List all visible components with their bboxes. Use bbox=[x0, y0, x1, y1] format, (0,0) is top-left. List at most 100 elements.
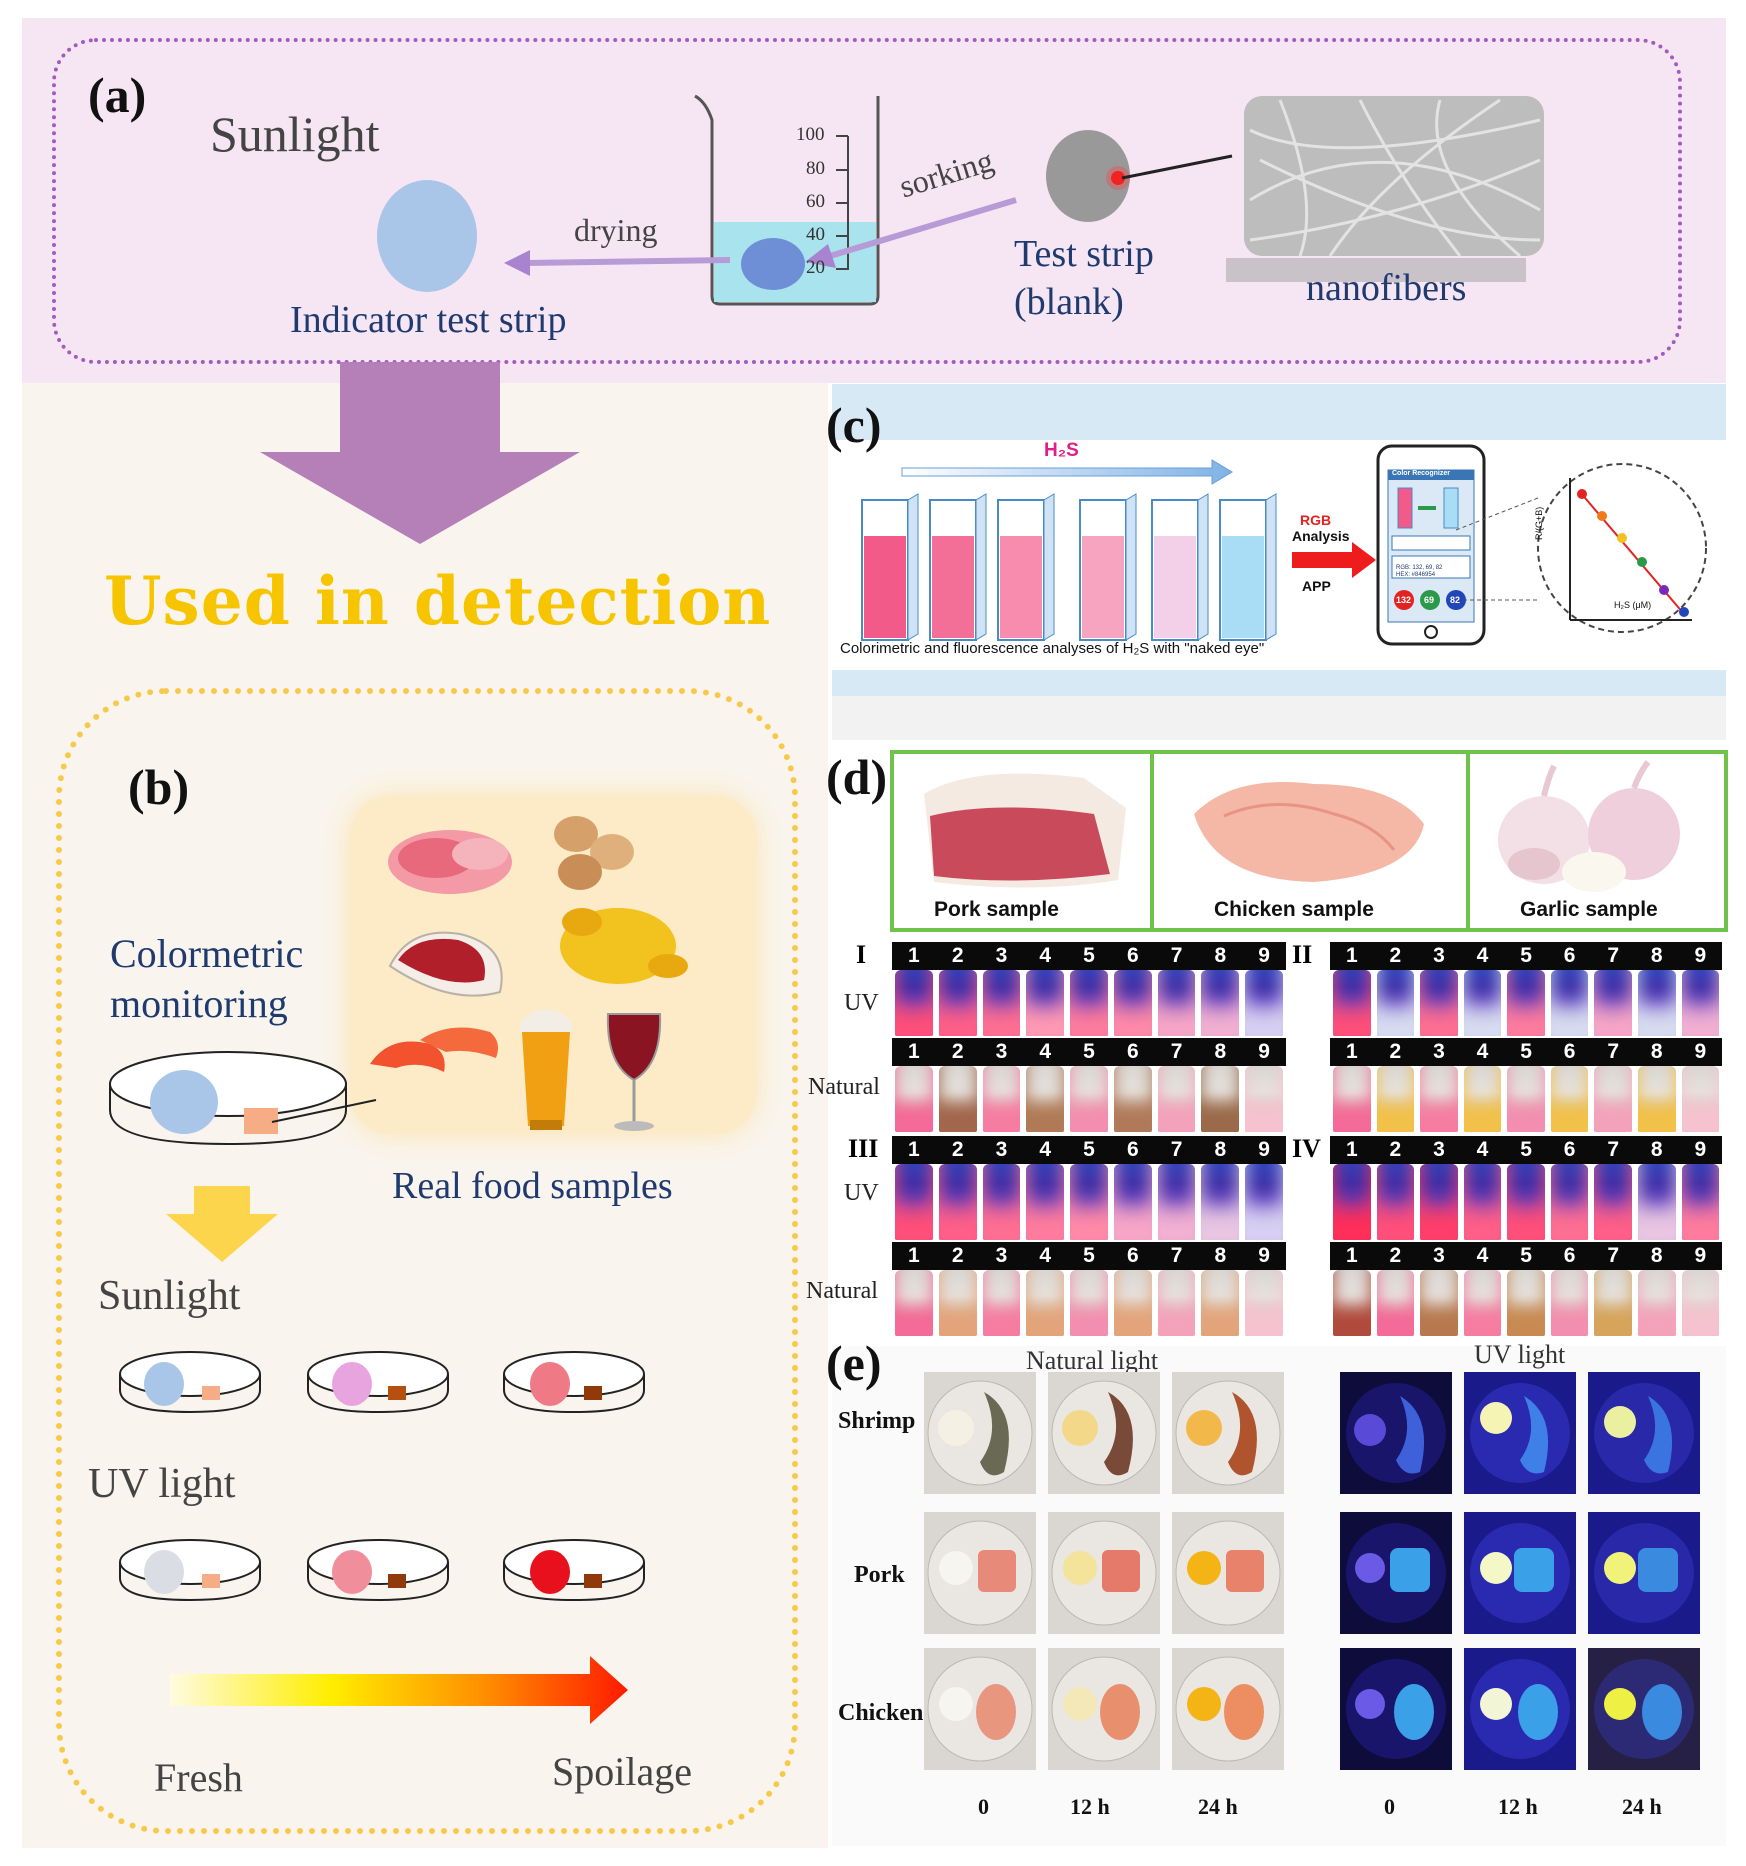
photo-uv-shrimp-24h bbox=[1588, 1372, 1700, 1494]
phone-circle-r: 132 bbox=[1396, 595, 1412, 605]
group-label-ii: II bbox=[1292, 940, 1313, 969]
photo-uv-shrimp-12h bbox=[1464, 1372, 1576, 1494]
time-label-uv-0: 0 bbox=[1384, 1794, 1395, 1819]
phone-icon bbox=[1376, 444, 1486, 646]
photo-uv-chicken-0h bbox=[1340, 1648, 1452, 1770]
photo-pork-0h bbox=[924, 1512, 1036, 1634]
sunlight-dish-spoiled bbox=[503, 1351, 645, 1414]
row-label-pork: Pork bbox=[854, 1562, 905, 1588]
phone-rgb-readout: RGB: 132, 69, 82 bbox=[1396, 565, 1443, 571]
row-label-shrimp: Shrimp bbox=[838, 1408, 916, 1434]
row-label-chicken: Chicken bbox=[838, 1700, 924, 1726]
photo-pork-12h bbox=[1048, 1512, 1160, 1634]
beaker-tick-100: 100 bbox=[796, 124, 825, 145]
panel-a-drawing bbox=[377, 94, 1544, 306]
sample-divider-1 bbox=[1150, 750, 1154, 932]
panel-d-label: (d) bbox=[826, 749, 888, 805]
fresh-label: Fresh bbox=[154, 1755, 243, 1800]
drying-label: drying bbox=[574, 212, 658, 248]
group-label-i: I bbox=[856, 940, 867, 969]
used-in-detection-banner: Used in detection bbox=[104, 562, 772, 640]
cuvette-3 bbox=[997, 493, 1055, 641]
uv-dish-spoiled bbox=[503, 1539, 645, 1602]
time-label-natural-0: 0 bbox=[978, 1794, 989, 1819]
photo-uv-pork-0h bbox=[1340, 1512, 1452, 1634]
panel-c-bottom-band bbox=[832, 670, 1726, 696]
garlic-photo bbox=[1498, 760, 1680, 892]
h2s-label: H₂S bbox=[1044, 440, 1079, 461]
beaker-tick-80: 80 bbox=[806, 158, 825, 179]
sample-photos bbox=[924, 760, 1680, 892]
pork-sample-label: Pork sample bbox=[934, 898, 1059, 921]
graph-ylabel: R/(G+B) bbox=[1534, 506, 1544, 540]
panel-c-caption: Colorimetric and fluorescence analyses o… bbox=[840, 640, 1265, 657]
beaker bbox=[694, 94, 880, 306]
panel-b-dotted-frame bbox=[56, 688, 798, 1834]
sunlight-dish-mid bbox=[307, 1351, 449, 1414]
natural-light-header: Natural light bbox=[1026, 1346, 1159, 1375]
cuvette-6 bbox=[1219, 493, 1277, 641]
photo-uv-pork-24h bbox=[1588, 1512, 1700, 1634]
natural-row-label-1: Natural bbox=[808, 1074, 880, 1100]
vials-ii-natural bbox=[1330, 1066, 1722, 1132]
nanofibers-label: nanofibers bbox=[1306, 267, 1467, 309]
photo-uv-shrimp-0h bbox=[1340, 1372, 1452, 1494]
vials-iv-uv bbox=[1330, 1164, 1722, 1240]
petri-dishes-rows bbox=[119, 1351, 645, 1602]
photo-pork-24h bbox=[1172, 1512, 1284, 1634]
indicator-test-strip-label: Indicator test strip bbox=[290, 299, 567, 341]
h2s-arrow bbox=[901, 459, 1233, 485]
group-label-iii: III bbox=[848, 1134, 879, 1163]
graph-xlabel: H₂S (μM) bbox=[1614, 600, 1652, 610]
chicken-sample-label: Chicken sample bbox=[1214, 898, 1374, 921]
ham-icon bbox=[388, 830, 512, 894]
cuvette-2 bbox=[929, 493, 987, 641]
sunlight-label-b: Sunlight bbox=[98, 1273, 241, 1319]
panel-e-photos bbox=[924, 1372, 1700, 1770]
photo-shrimp-0h bbox=[924, 1372, 1036, 1494]
panel-a-label: (a) bbox=[88, 67, 147, 123]
time-label-natural-12: 12 h bbox=[1070, 1794, 1110, 1819]
vials-i-natural bbox=[892, 1066, 1286, 1132]
photo-uv-pork-12h bbox=[1464, 1512, 1576, 1634]
beaker-strip bbox=[741, 238, 805, 290]
phone-hex-readout: HEX: #846954 bbox=[1396, 572, 1436, 578]
photo-uv-chicken-12h bbox=[1464, 1648, 1576, 1770]
down-arrow bbox=[260, 362, 580, 544]
petri-dish-main bbox=[109, 1051, 377, 1146]
time-label-uv-12: 12 h bbox=[1498, 1794, 1538, 1819]
group-label-iv: IV bbox=[1292, 1134, 1321, 1163]
beaker-tick-60: 60 bbox=[806, 191, 825, 212]
test-strip-label: Test strip bbox=[1014, 233, 1154, 275]
phone-app-title: Color Recognizer bbox=[1392, 470, 1450, 477]
beaker-tick-40: 40 bbox=[806, 224, 825, 245]
photo-shrimp-12h bbox=[1048, 1372, 1160, 1494]
uv-row-label-2: UV bbox=[844, 1180, 879, 1206]
natural-row-label-2: Natural bbox=[806, 1278, 878, 1304]
vials-iii-uv bbox=[892, 1164, 1286, 1240]
photo-uv-chicken-24h bbox=[1588, 1648, 1700, 1770]
panel-c-top-band bbox=[832, 384, 1726, 440]
sunlight-title: Sunlight bbox=[210, 106, 380, 162]
photo-shrimp-24h bbox=[1172, 1372, 1284, 1494]
chicken-icon bbox=[560, 908, 688, 984]
cuvette-5 bbox=[1151, 493, 1209, 641]
time-label-uv-24: 24 h bbox=[1622, 1794, 1662, 1819]
uv-light-label-b: UV light bbox=[88, 1461, 236, 1507]
food-illustrations bbox=[370, 816, 688, 1131]
time-label-natural-24: 24 h bbox=[1198, 1794, 1238, 1819]
rgb-red-arrow bbox=[1292, 542, 1376, 578]
analysis-label: Analysis bbox=[1292, 528, 1350, 544]
phone-circle-b: 82 bbox=[1450, 595, 1461, 605]
vials-iii-natural bbox=[892, 1270, 1286, 1336]
panel-c-label: (c) bbox=[826, 397, 882, 453]
indicator-strip-disc bbox=[377, 180, 477, 292]
eggs-icon bbox=[554, 816, 634, 890]
sample-divider-2 bbox=[1466, 750, 1470, 932]
wine-glass-icon bbox=[606, 1013, 662, 1131]
